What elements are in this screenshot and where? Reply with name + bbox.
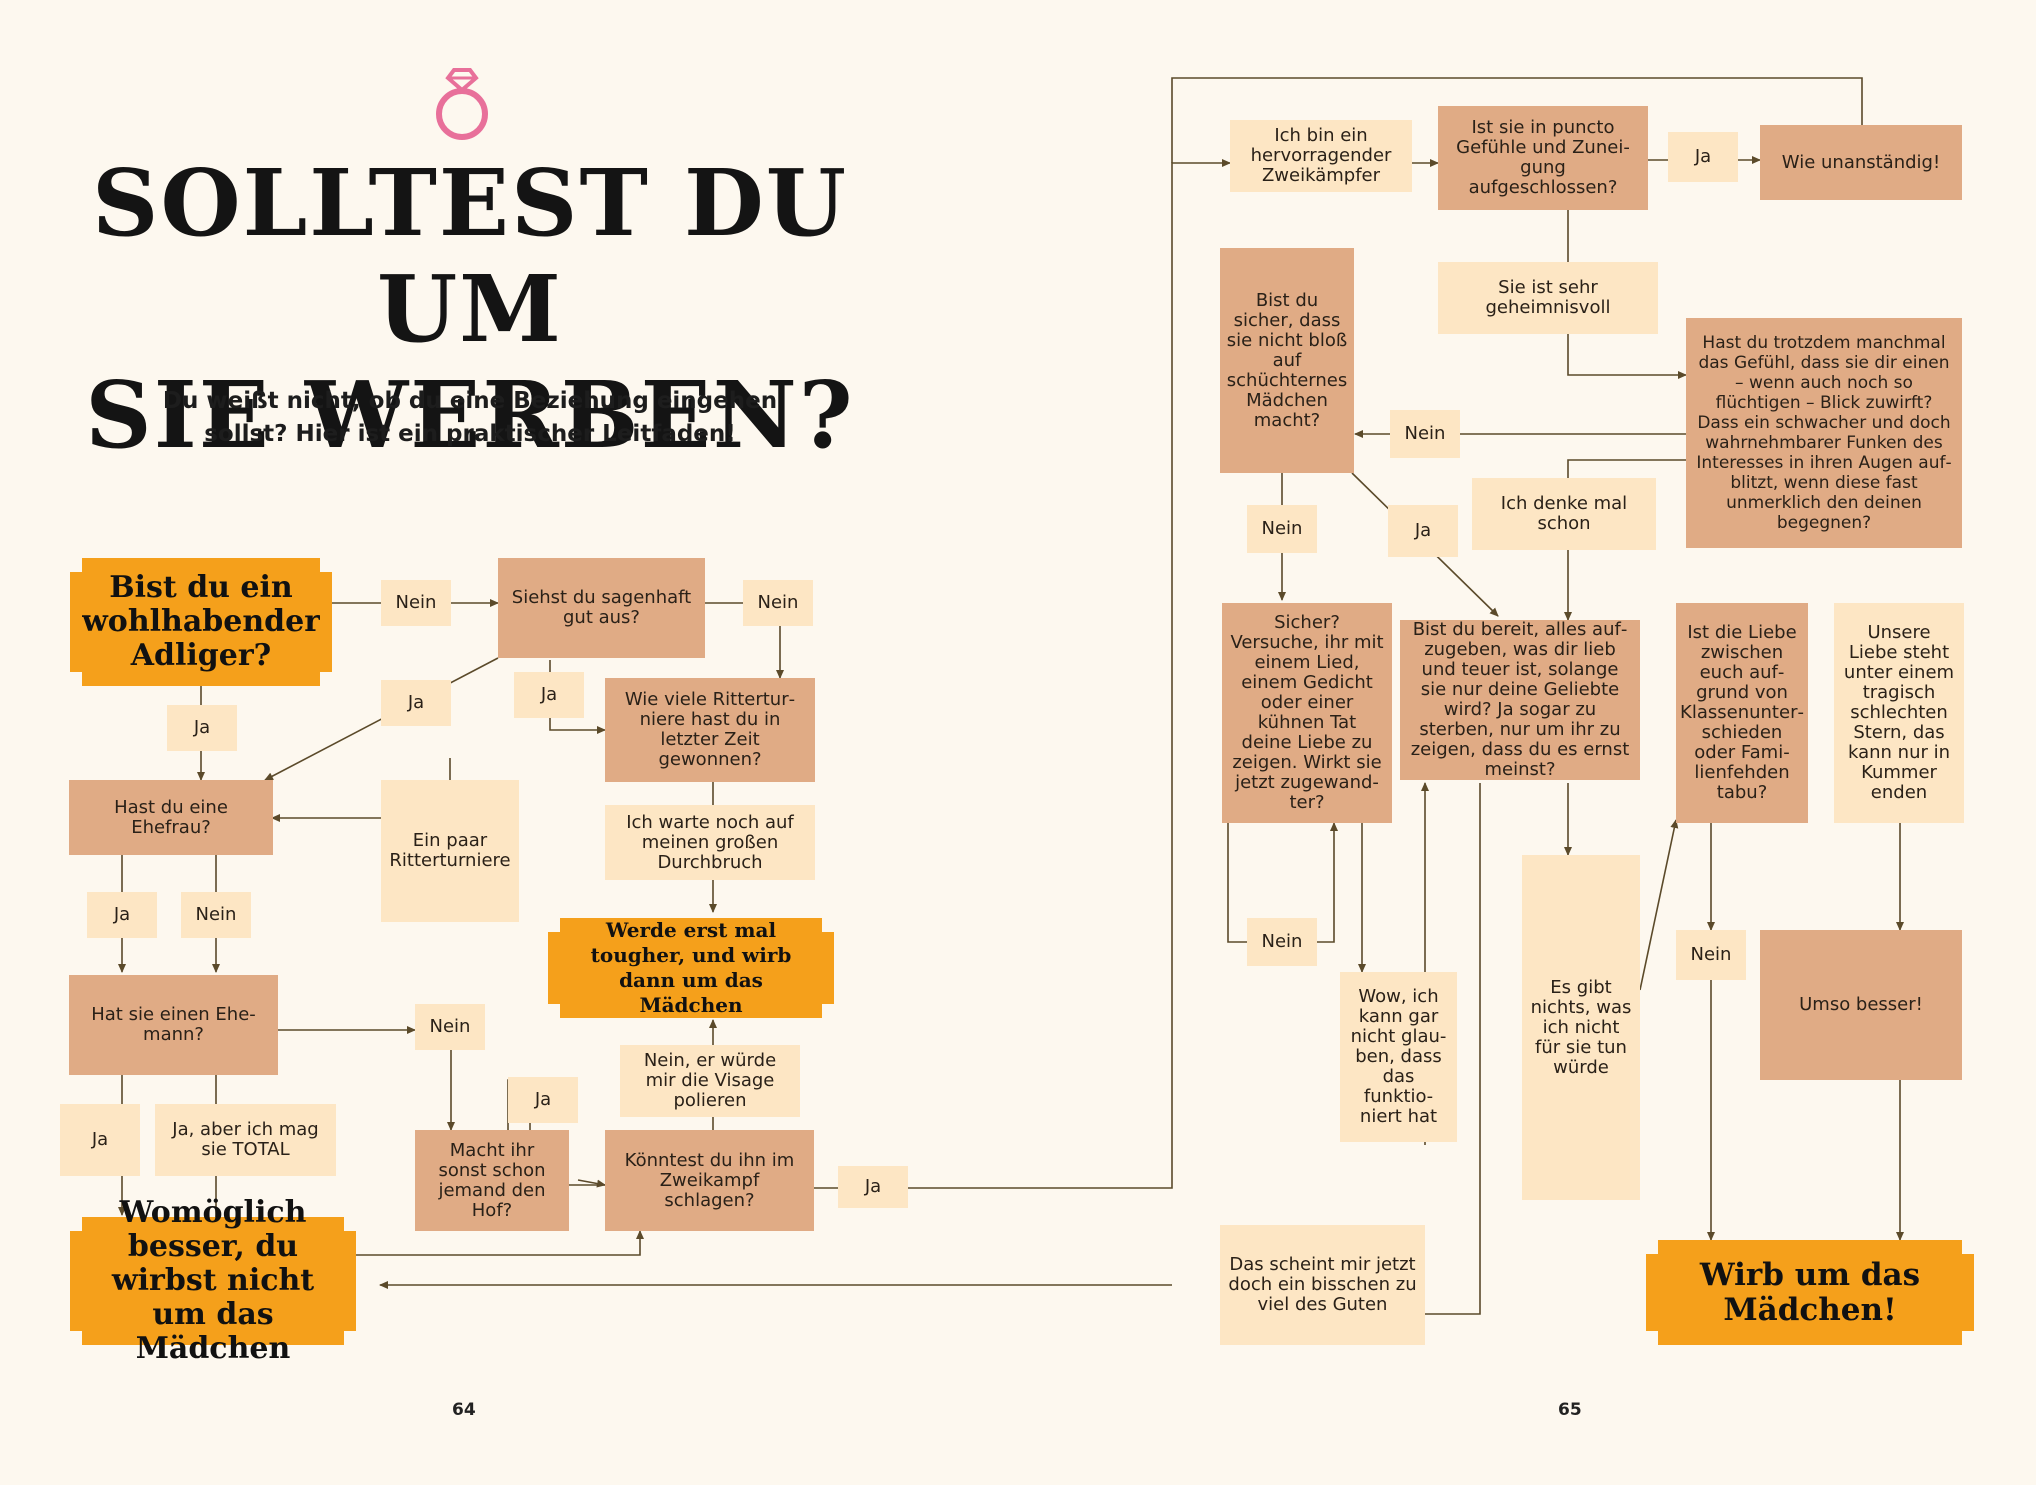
outcome-wirb: Wirb um das Mädchen! xyxy=(1646,1240,1974,1345)
answer-ja-ehemann: Ja xyxy=(60,1104,140,1176)
answer-denke: Ich denke mal schon xyxy=(1472,478,1656,550)
answer-nein-klassen: Nein xyxy=(1676,930,1746,980)
question-sicher: Bist du sicher, dass sie nicht bloß auf … xyxy=(1220,248,1354,473)
page-number-right: 65 xyxy=(1558,1400,1582,1420)
answer-ja-adliger: Ja xyxy=(167,705,237,751)
answer-ja-sagenhaft-2: Ja xyxy=(514,672,584,718)
answer-ja-zweikampf: Ja xyxy=(838,1166,908,1208)
answer-warte: Ich warte noch auf meinen großen Durch­b… xyxy=(605,805,815,880)
question-klassen: Ist die Liebe zwischen euch auf­grund vo… xyxy=(1676,603,1808,823)
answer-ja-sicher: Ja xyxy=(1388,505,1458,557)
question-sagenhaft: Siehst du sagenhaft gut aus? xyxy=(498,558,705,658)
answer-zweikaempfer: Ich bin ein hervorra­gender Zweikämpfer xyxy=(1230,120,1412,192)
question-adliger: Bist du ein wohlhabender Adliger? xyxy=(70,558,332,686)
ring-icon xyxy=(436,68,488,140)
answer-nein-trotzdem: Nein xyxy=(1390,410,1460,458)
title-line-1: SOLLTEST DU UM xyxy=(92,149,848,363)
question-gefuehle: Ist sie in puncto Gefühle und Zunei­gung… xyxy=(1438,106,1648,210)
subtitle-line-1: Du weißt nicht, ob du eine Beziehung ein… xyxy=(162,388,778,414)
page-number-left: 64 xyxy=(452,1400,476,1420)
answer-nein-lied: Nein xyxy=(1247,918,1317,966)
page-title: SOLLTEST DU UM SIE WERBEN? xyxy=(80,150,860,468)
question-zweikampf: Könntest du ihn im Zweikampf schlagen? xyxy=(605,1130,814,1231)
question-macht-hof: Macht ihr sonst schon jemand den Hof? xyxy=(415,1130,569,1231)
answer-nein-sicher: Nein xyxy=(1247,505,1317,553)
outcome-umso-besser: Umso besser! xyxy=(1760,930,1962,1080)
title-line-2: SIE WERBEN? xyxy=(85,361,855,469)
answer-stern: Unsere Liebe steht unter einem tragisch … xyxy=(1834,603,1964,823)
answer-ja-hof: Ja xyxy=(508,1077,578,1123)
question-trotzdem: Hast du trotzdem manch­mal das Gefühl, d… xyxy=(1686,318,1962,548)
answer-nein-ehemann: Nein xyxy=(415,1004,485,1050)
question-lied: Sicher? Versuche, ihr mit einem Lied, ei… xyxy=(1222,603,1392,823)
answer-paar-ritterturniere: Ein paar Ritter­turniere xyxy=(381,780,519,922)
answer-nein-adliger: Nein xyxy=(381,580,451,626)
question-ehefrau: Hast du eine Ehefrau? xyxy=(69,780,273,855)
outcome-unanstaendig: Wie unanständig! xyxy=(1760,125,1962,200)
subtitle: Du weißt nicht, ob du eine Beziehung ein… xyxy=(120,385,820,451)
answer-nein-visage: Nein, er würde mir die Visage polieren xyxy=(620,1045,800,1117)
answer-wow: Wow, ich kann gar nicht glau­ben, dass d… xyxy=(1340,972,1457,1142)
answer-es-gibt: Es gibt nichts, was ich nicht für sie tu… xyxy=(1522,855,1640,1200)
question-ehemann: Hat sie einen Ehe­mann? xyxy=(69,975,278,1075)
outcome-womoeglich: Womöglich besser, du wirbst nicht um das… xyxy=(70,1196,356,1366)
answer-nein-ehefrau: Nein xyxy=(181,892,251,938)
answer-ja-gefuehle: Ja xyxy=(1668,132,1738,182)
answer-ja-ehefrau: Ja xyxy=(87,892,157,938)
answer-nein-sagenhaft: Nein xyxy=(743,580,813,626)
outcome-tougher: Werde erst mal tougher, und wirb dann um… xyxy=(548,918,834,1018)
question-bereit: Bist du bereit, alles auf­zugeben, was d… xyxy=(1400,620,1640,780)
question-ritterturniere: Wie viele Rittertur­niere hast du in let… xyxy=(605,678,815,782)
subtitle-line-2: sollst? Hier ist ein praktischer Leitfad… xyxy=(204,421,736,447)
answer-ja-sagenhaft: Ja xyxy=(381,680,451,726)
answer-ja-aber: Ja, aber ich mag sie TOTAL xyxy=(155,1104,336,1176)
answer-scheint: Das scheint mir jetzt doch ein bisschen … xyxy=(1220,1225,1425,1345)
answer-geheimnisvoll: Sie ist sehr geheimnisvoll xyxy=(1438,262,1658,334)
